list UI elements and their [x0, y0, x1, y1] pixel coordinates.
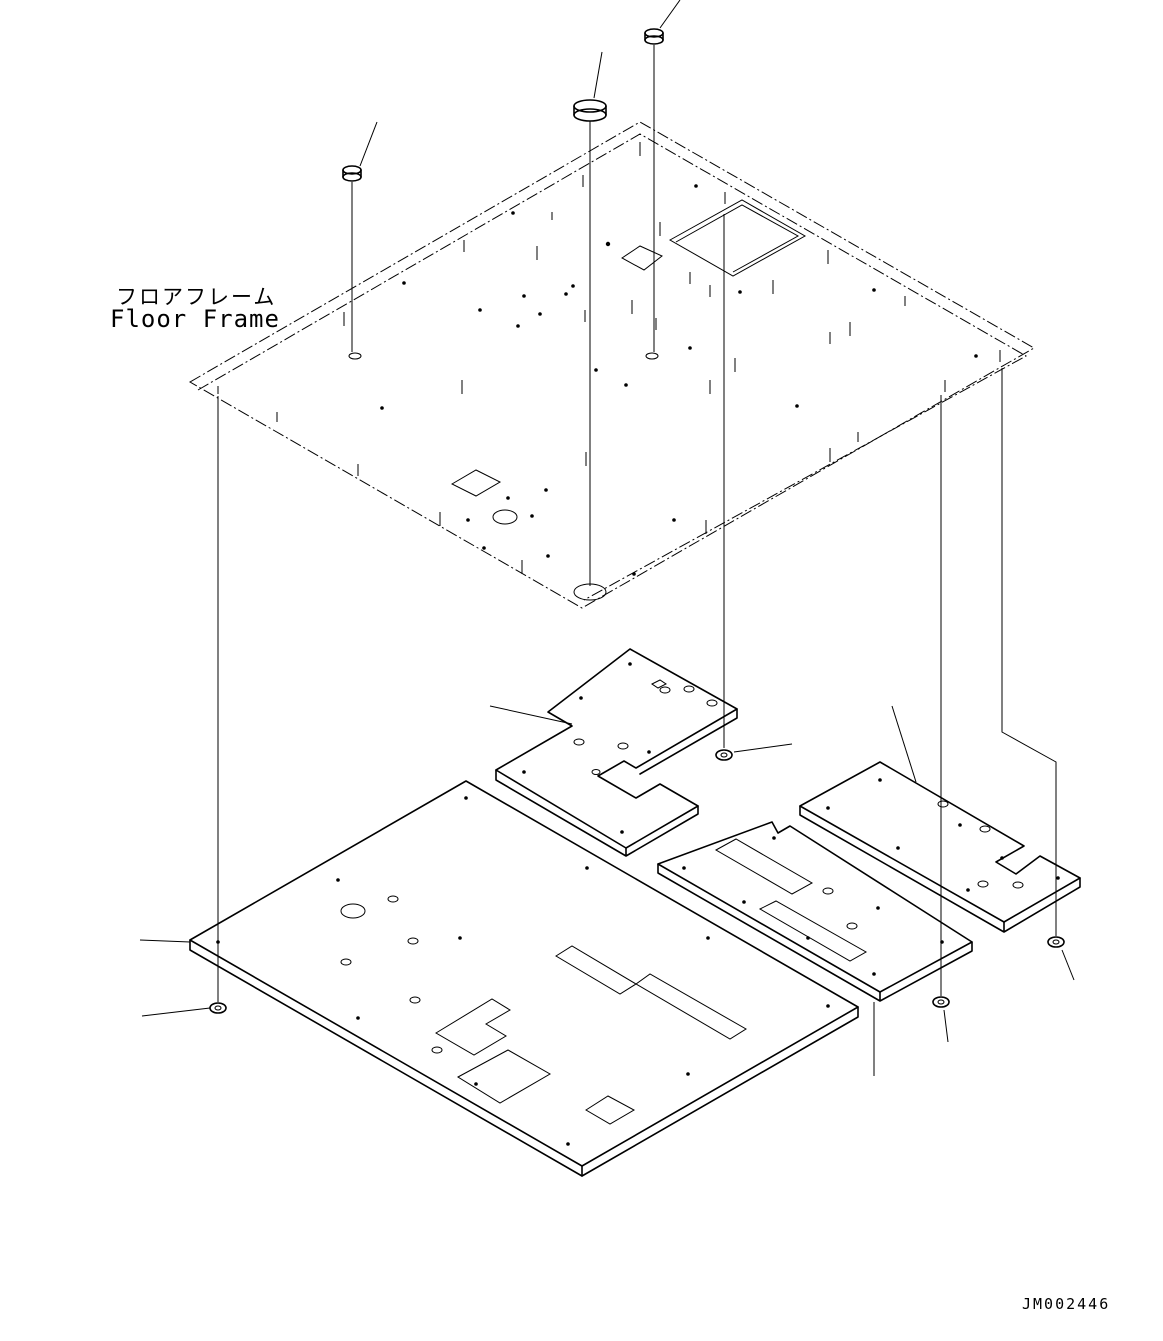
- floor-frame-label-jp: フロアフレーム: [116, 285, 277, 309]
- drawing-number: JM002446: [1022, 1295, 1111, 1313]
- frame-bracket-marks: [217, 142, 1001, 576]
- assembly-lines: [217, 45, 1057, 1002]
- cap-grommets: [342, 28, 664, 182]
- floor-mat-right: [799, 761, 1081, 933]
- leader-lines: [139, 0, 1075, 1076]
- floor-mat-large: [189, 780, 859, 1177]
- floor-frame-label-en: Floor Frame: [110, 305, 280, 333]
- floor-mat-middle: [657, 821, 973, 1002]
- floor-mat-upper: [495, 648, 738, 857]
- floor-frame: [188, 121, 1036, 609]
